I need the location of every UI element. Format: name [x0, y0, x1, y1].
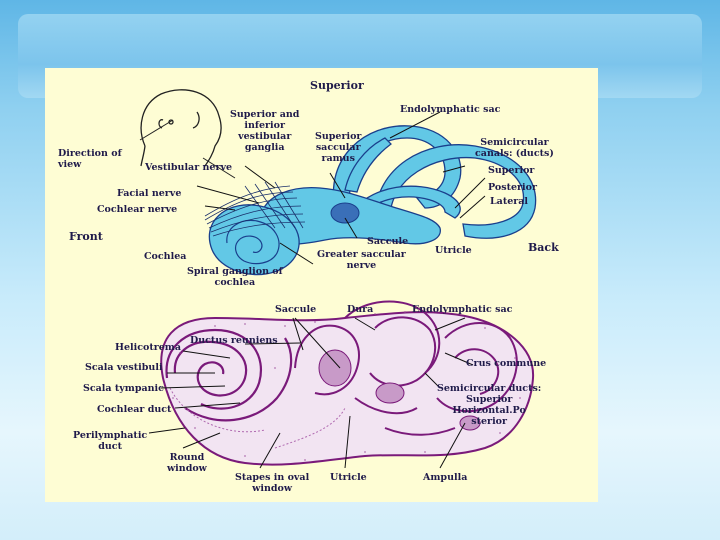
- label-crus-commune: Crus commune: [466, 358, 547, 369]
- label-canal-lateral: Lateral: [490, 196, 529, 207]
- label-saccule-bottom: Saccule: [275, 304, 317, 315]
- label-round-window: Round window: [167, 452, 207, 474]
- label-cochlear-nerve: Cochlear nerve: [97, 204, 178, 215]
- label-vestibular-ganglia: Superior and inferior vestibular ganglia: [230, 109, 300, 153]
- label-semicircular-canals: Semicircular canals: (ducts): [475, 137, 554, 159]
- head-profile-icon: [140, 89, 222, 167]
- label-superior-saccular-ramus: Superior saccular ramus: [315, 131, 362, 164]
- label-cochlea: Cochlea: [144, 251, 187, 262]
- label-semicircular-ducts: Semicircular ducts: Superior Horizontal.…: [437, 383, 542, 427]
- inner-ear-illustration: [139, 89, 537, 469]
- label-front: Front: [69, 230, 103, 243]
- label-back: Back: [528, 241, 559, 254]
- label-cochlear-duct: Cochlear duct: [97, 404, 172, 415]
- label-greater-saccular-nerve: Greater saccular nerve: [317, 249, 406, 271]
- label-canal-posterior: Posterior: [488, 182, 537, 193]
- label-ductus-reuniens: Ductus reuniens: [190, 335, 278, 346]
- label-ampulla: Ampulla: [423, 472, 468, 483]
- label-stapes-oval-window: Stapes in oval window: [235, 472, 310, 494]
- cochlea-section: [160, 300, 535, 466]
- label-saccule-top: Saccule: [367, 236, 409, 247]
- label-vestibular-nerve: Vestibular nerve: [145, 162, 233, 173]
- nerve-bundle: [204, 181, 306, 237]
- label-perilymphatic-duct: Perilymphatic duct: [73, 430, 148, 452]
- label-dura: Dura: [347, 304, 374, 315]
- label-scala-tympani: Scala tympanic: [83, 383, 164, 394]
- label-utricle-top: Utricle: [435, 245, 472, 256]
- label-superior: Superior: [310, 79, 364, 92]
- label-canal-superior: Superior: [488, 165, 535, 176]
- label-scala-vestibuli: Scala vestibuli: [85, 362, 163, 373]
- label-utricle-bottom: Utricle: [330, 472, 367, 483]
- label-spiral-ganglion: Spiral ganglion of cochlea: [187, 266, 283, 288]
- label-facial-nerve: Facial nerve: [117, 188, 182, 199]
- label-helicotrema: Helicotrema: [115, 342, 182, 353]
- label-endolymphatic-sac-top: Endolymphatic sac: [400, 104, 501, 115]
- label-direction-of-view: Direction of view: [58, 148, 122, 170]
- figure-panel: Superior Superior and inferior vestibula…: [45, 68, 598, 502]
- label-endolymphatic-sac-bottom: Endolymphatic sac: [412, 304, 513, 315]
